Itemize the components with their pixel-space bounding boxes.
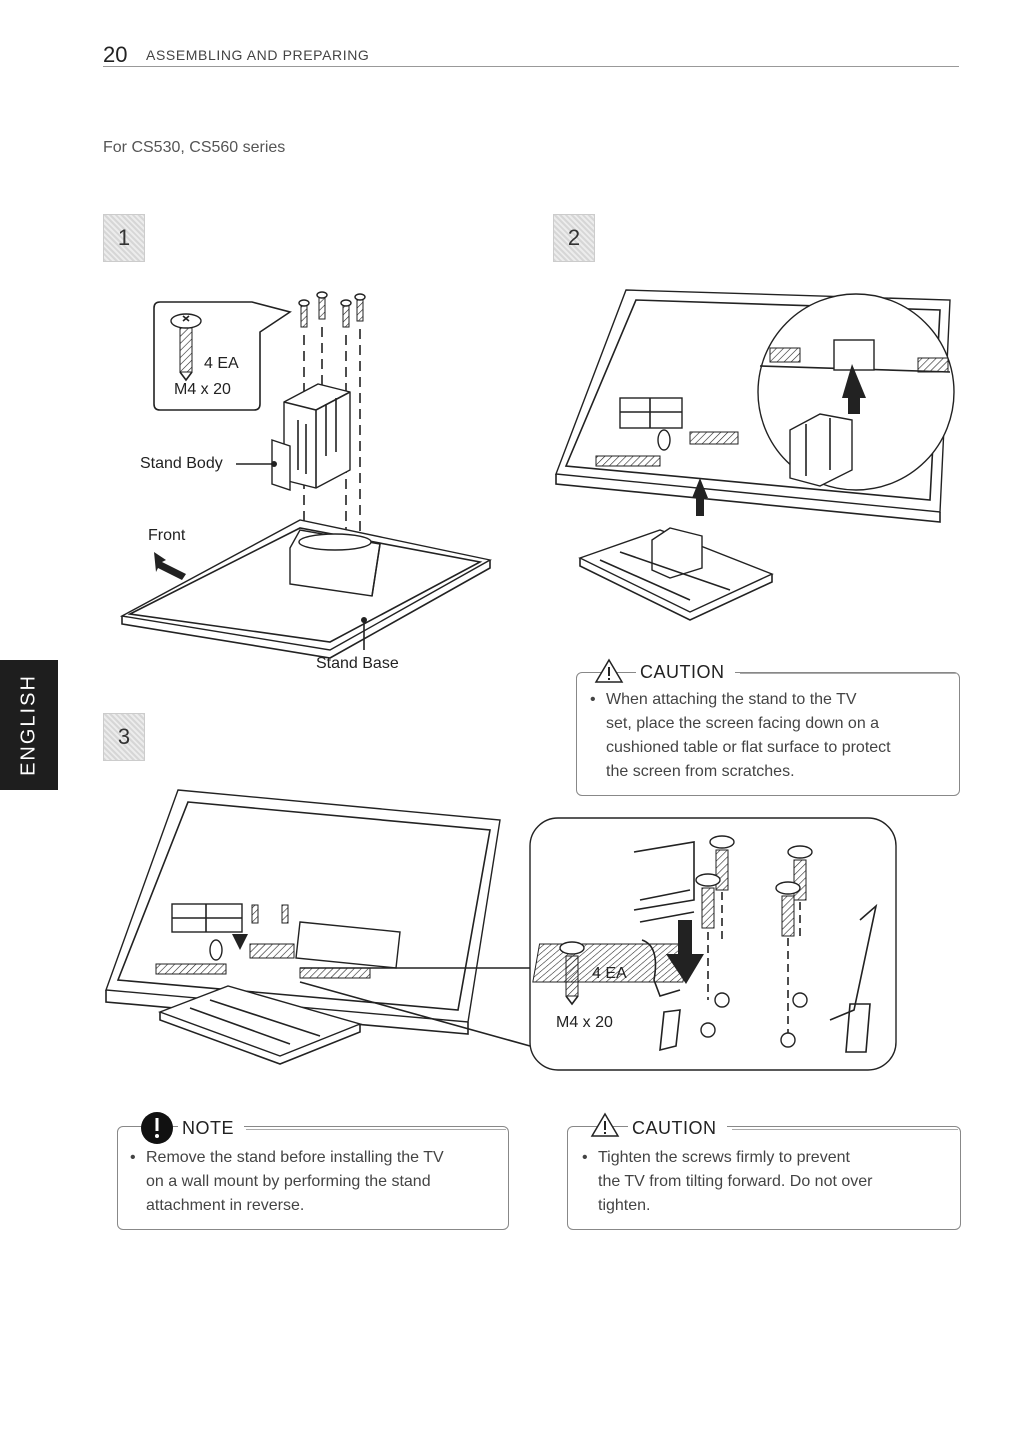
caution-text-tighten: • Tighten the screws firmly to prevent t… <box>582 1146 952 1218</box>
caution-line-2: set, place the screen facing down on a <box>606 715 880 732</box>
step-1-badge: 1 <box>103 214 145 262</box>
caution-box-tighten <box>567 1126 961 1230</box>
note-line-3: attachment in reverse. <box>146 1197 305 1214</box>
caution2-line-3: tighten. <box>598 1197 651 1214</box>
caution-line-3: cushioned table or flat surface to prote… <box>606 739 891 756</box>
caution2-line-1: Tighten the screws firmly to prevent <box>598 1149 850 1166</box>
note-box <box>117 1126 509 1230</box>
caution-title: CAUTION <box>636 662 735 683</box>
caution-text-attach: • When attaching the stand to the TV set… <box>590 688 950 784</box>
stand-body-label: Stand Body <box>140 455 223 472</box>
section-title: ASSEMBLING AND PREPARING <box>146 47 370 63</box>
note-title-rule <box>246 1129 506 1130</box>
model-subtitle: For CS530, CS560 series <box>103 139 286 156</box>
caution-bullet-2: • Tighten the screws firmly to prevent t… <box>582 1149 873 1214</box>
language-tab: ENGLISH <box>0 660 58 790</box>
page-number: 20 <box>103 42 128 67</box>
screw-quantity-label: 4 EA <box>204 355 239 372</box>
stand-base-label: Stand Base <box>316 655 399 672</box>
note-text: • Remove the stand before installing the… <box>130 1146 500 1218</box>
caution2-line-2: the TV from tilting forward. Do not over <box>598 1173 873 1190</box>
caution-line-1: When attaching the stand to the TV <box>606 691 857 708</box>
header-divider <box>103 66 959 67</box>
note-line-1: Remove the stand before installing the T… <box>146 1149 444 1166</box>
step-3-badge: 3 <box>103 713 145 761</box>
caution-title-rule-2 <box>732 1129 958 1130</box>
screw-size-label: M4 x 20 <box>174 381 231 398</box>
step-2-badge: 2 <box>553 214 595 262</box>
caution-title-rule <box>740 673 958 674</box>
caution-box-attach <box>576 672 960 796</box>
note-title: NOTE <box>178 1118 245 1139</box>
note-bullet: • Remove the stand before installing the… <box>130 1149 444 1214</box>
caution-title-2: CAUTION <box>628 1118 727 1139</box>
caution-bullet: • When attaching the stand to the TV set… <box>590 691 891 780</box>
front-label: Front <box>148 527 186 544</box>
screw-size-label-3: M4 x 20 <box>556 1014 613 1031</box>
caution-line-4: the screen from scratches. <box>606 763 795 780</box>
note-line-2: on a wall mount by performing the stand <box>146 1173 431 1190</box>
screw-quantity-label-3: 4 EA <box>592 965 627 982</box>
